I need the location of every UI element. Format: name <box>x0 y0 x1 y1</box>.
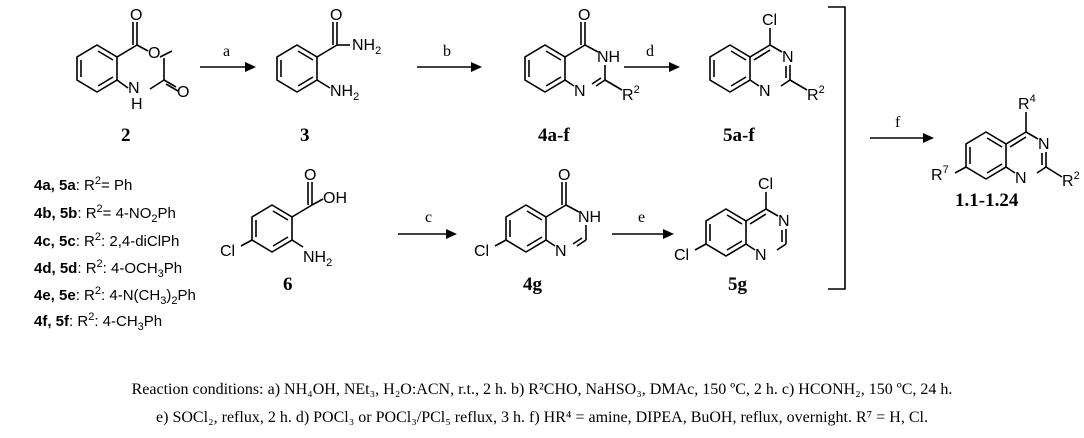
reaction-arrows <box>200 66 929 235</box>
step-labels: a b d c e f <box>223 43 901 226</box>
compound-5g-structure <box>694 192 787 257</box>
substituent-row: 4e, 5e: R2: 4-N(CH3)2Ph <box>34 285 196 307</box>
atom-N: N <box>755 247 767 264</box>
compound-3-structure <box>276 22 350 93</box>
compound-final-structure <box>954 112 1063 180</box>
atom-N: N <box>782 49 794 66</box>
atom-N: N <box>778 213 790 230</box>
compound-5af-structure <box>709 28 808 93</box>
atom-N: N <box>555 243 567 260</box>
substituent-row: 4f, 5f: R2: 4-CH3Ph <box>34 311 162 333</box>
atom-Cl: Cl <box>674 247 689 264</box>
step-f: f <box>895 114 901 131</box>
compound-label: 3 <box>300 125 310 146</box>
atom-N: N <box>574 83 586 100</box>
compound-4af-structure <box>524 22 623 93</box>
bracket <box>828 6 846 290</box>
atom-O: O <box>304 167 316 184</box>
atom-N: N <box>1038 136 1050 153</box>
step-c: c <box>425 209 432 226</box>
step-d: d <box>646 43 654 60</box>
step-b: b <box>443 43 451 60</box>
compound-label: 1.1-1.24 <box>955 190 1019 211</box>
atom-Cl: Cl <box>220 243 235 260</box>
atom-N: N <box>1015 170 1027 187</box>
compound-label: 4g <box>523 274 543 295</box>
compound-labels: 2 3 4a-f 5a-f 6 4g 5g 1.1-1.24 <box>121 125 1019 295</box>
atom-H: H <box>131 96 143 113</box>
atom-NH: NH <box>597 49 620 66</box>
atom-R2: R2 <box>622 84 640 104</box>
atom-Cl: Cl <box>474 243 489 260</box>
atom-O: O <box>558 167 570 184</box>
step-e: e <box>638 209 645 226</box>
atom-R2: R2 <box>807 84 825 104</box>
substituent-row: 4d, 5d: R2: 4-OCH3Ph <box>34 258 182 280</box>
atom-NH2: NH2 <box>352 37 381 57</box>
atom-Cl: Cl <box>762 12 777 29</box>
compound-label: 5g <box>728 274 748 295</box>
compound-label: 6 <box>283 274 293 295</box>
atom-R7: R7 <box>931 164 949 184</box>
compound-label: 4a-f <box>538 125 570 146</box>
atom-R2: R2 <box>1062 170 1080 190</box>
atom-NH2: NH2 <box>303 249 332 269</box>
substituent-legend: 4a, 5a: R2= Ph 4b, 5b: R2= 4-NO2Ph 4c, 5… <box>34 175 196 333</box>
atom-O: O <box>130 7 142 24</box>
atom-N: N <box>128 80 140 97</box>
atom-N: N <box>759 83 771 100</box>
atom-Cl: Cl <box>758 176 773 193</box>
atom-R4: R4 <box>1018 93 1036 113</box>
atom-O: O <box>177 84 189 101</box>
atom-NH2: NH2 <box>330 83 359 103</box>
compound-6-structure <box>240 182 324 253</box>
substituent-row: 4b, 5b: R2= 4-NO2Ph <box>34 203 176 225</box>
compound-4g-structure <box>494 182 587 253</box>
conditions-line-1: Reaction conditions: a) NH₄OH, NEt₃, H₂O… <box>131 381 953 398</box>
conditions-line-2: e) SOCl₂, reflux, 2 h. d) POCl₃ or POCl₃… <box>156 409 928 426</box>
arrow-heads <box>245 62 934 239</box>
atom-labels: O O O N H O NH2 NH2 O NH N R2 Cl N N R2 … <box>128 7 1080 269</box>
compound-label: 2 <box>121 125 131 146</box>
substituent-row: 4a, 5a: R2= Ph <box>34 175 132 194</box>
atom-NH: NH <box>578 209 601 226</box>
atom-OH: OH <box>323 190 347 207</box>
substituent-row: 4c, 5c: R2: 2,4-diClPh <box>34 231 179 250</box>
compound-label: 5a-f <box>723 125 755 146</box>
atom-O: O <box>148 45 160 62</box>
atom-O: O <box>330 7 342 24</box>
atom-O: O <box>578 7 590 24</box>
step-a: a <box>223 43 230 60</box>
compound-2-structure <box>76 22 179 93</box>
